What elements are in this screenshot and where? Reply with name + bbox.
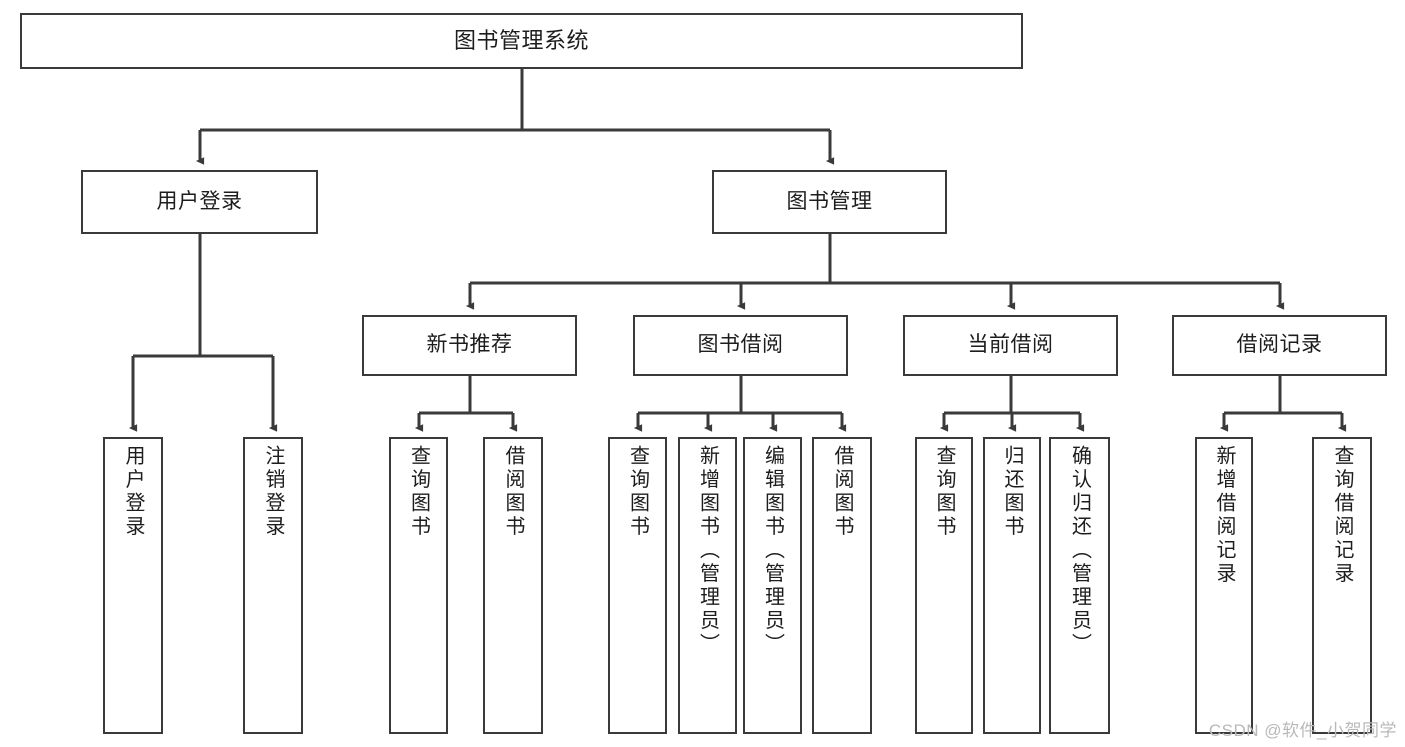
node-leaf-cb-query[interactable]: 查询图书 [915,437,973,734]
node-label: 借阅图书 [831,445,853,539]
node-label: 用户登录 [156,189,243,213]
node-leaf-bb-borrow[interactable]: 借阅图书 [812,437,872,734]
node-book-mgmt[interactable]: 图书管理 [712,170,947,234]
node-label: 查询图书 [626,445,649,539]
node-label: 归还图书 [1001,445,1023,539]
node-leaf-rec-borrow[interactable]: 借阅图书 [483,437,543,734]
node-borrow-record[interactable]: 借阅记录 [1172,315,1387,376]
node-user-login[interactable]: 用户登录 [81,170,318,234]
node-label: 用户登录 [122,445,144,539]
node-leaf-br-add[interactable]: 新增借阅记录 [1195,437,1253,734]
node-label: 借阅图书 [502,445,524,539]
node-leaf-user-logout[interactable]: 注销登录 [243,437,303,734]
node-label: 查询借阅记录 [1331,445,1353,586]
node-leaf-bb-edit[interactable]: 编辑图书（管理员） [743,437,802,734]
node-current-borrow[interactable]: 当前借阅 [903,315,1118,376]
node-label: 确认归还（管理员） [1068,445,1091,657]
node-label: 当前借阅 [967,333,1054,357]
node-book-borrow[interactable]: 图书借阅 [633,315,848,376]
watermark: CSDN @软件_小贺同学 [1208,721,1397,740]
node-label: 查询图书 [933,445,955,539]
node-leaf-rec-query[interactable]: 查询图书 [389,437,448,734]
node-label: 新增图书（管理员） [696,445,719,657]
node-label: 借阅记录 [1236,333,1323,357]
node-label: 查询图书 [407,445,430,539]
node-label: 图书管理 [786,189,873,213]
node-leaf-cb-confirm[interactable]: 确认归还（管理员） [1049,437,1110,734]
node-label: 图书管理系统 [453,28,589,54]
node-new-book-rec[interactable]: 新书推荐 [362,315,577,376]
node-label: 注销登录 [262,445,284,539]
node-label: 编辑图书（管理员） [761,445,784,657]
node-leaf-br-query[interactable]: 查询借阅记录 [1312,437,1372,734]
node-leaf-bb-query[interactable]: 查询图书 [608,437,667,734]
node-label: 新书推荐 [426,333,513,357]
node-root[interactable]: 图书管理系统 [20,13,1023,69]
node-leaf-cb-return[interactable]: 归还图书 [983,437,1041,734]
node-label: 图书借阅 [697,333,784,357]
node-label: 新增借阅记录 [1213,445,1235,586]
node-leaf-bb-add[interactable]: 新增图书（管理员） [678,437,737,734]
node-leaf-user-login[interactable]: 用户登录 [103,437,163,734]
